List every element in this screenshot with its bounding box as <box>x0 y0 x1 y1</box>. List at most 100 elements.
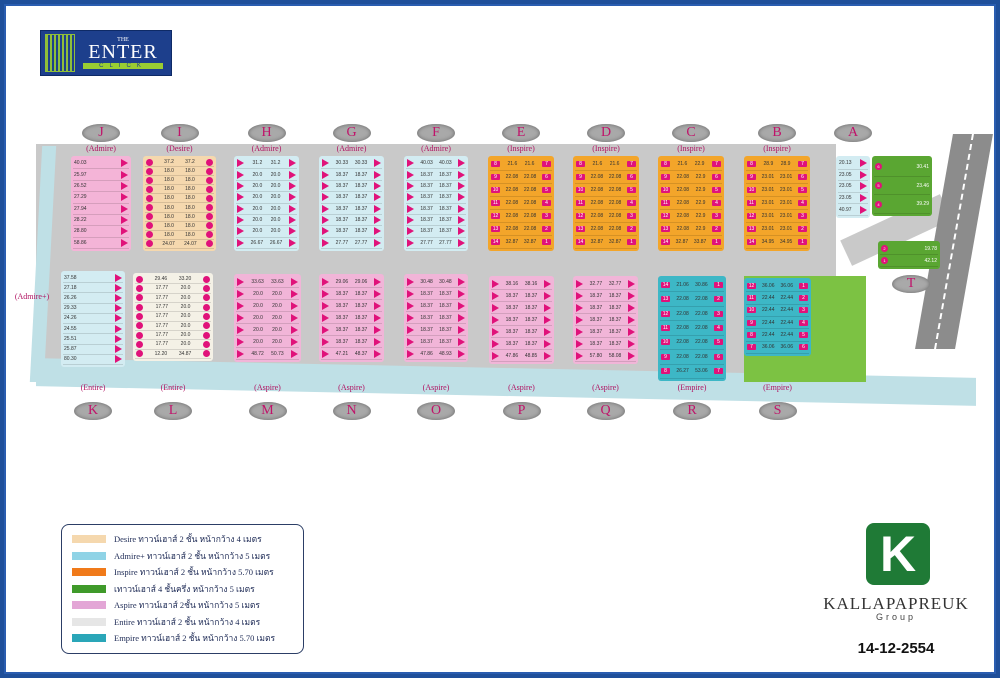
plot-marker-icon <box>492 339 499 348</box>
plot-area: 29.06 <box>335 278 349 285</box>
plot-area: 40.97 <box>839 206 852 213</box>
plot-marker-icon <box>457 313 465 322</box>
plot-number-badge: 5 <box>875 182 882 189</box>
plot-marker-icon <box>457 181 465 190</box>
plot-area: 30.48 <box>439 278 452 285</box>
plot-area: 25.87 <box>64 346 77 353</box>
plot-marker-icon <box>544 315 551 324</box>
block-type-S: (Empire) <box>763 383 792 392</box>
plot-row: 20.13 <box>838 158 868 170</box>
plot-marker-icon <box>492 315 499 324</box>
plot-number-badge: 9 <box>747 174 756 180</box>
plot-marker-icon <box>322 159 329 168</box>
plot-marker-icon <box>205 158 213 166</box>
plot-area: 20.0 <box>270 217 281 224</box>
plot-marker-icon <box>407 301 414 310</box>
plot-number-badge: 13 <box>491 226 500 232</box>
plot-marker-icon <box>492 351 499 360</box>
plot-number-badge: 12 <box>747 213 756 219</box>
plot-area: 22.08 <box>505 187 519 193</box>
plot-area: 18.37 <box>524 304 538 311</box>
plot-number-badge: 10 <box>491 187 500 193</box>
plot-area: 21.6 <box>609 161 620 167</box>
plot-marker-icon <box>322 204 329 213</box>
plot-area: 36.06 <box>761 282 775 289</box>
plot-number-badge: 5 <box>798 187 807 193</box>
plot-area: 18.37 <box>524 292 538 299</box>
plot-area: 18.37 <box>354 182 368 189</box>
plot-marker-icon <box>544 351 551 360</box>
plot-row: 23.05 <box>838 193 868 205</box>
plot-number-badge: 2 <box>798 294 808 301</box>
plot-area: 18.0 <box>164 195 174 202</box>
plot-marker-icon <box>288 159 296 168</box>
plot-area: 21.6 <box>677 161 688 167</box>
legend-label: Desire ทาวน์เฮาส์ 2 ชั้น หน้ากว้าง 4 เมต… <box>114 534 262 545</box>
plot-marker-icon <box>322 227 329 236</box>
plot-area: 22.9 <box>695 226 706 232</box>
plot-area: 22.08 <box>676 296 689 303</box>
plot-area: 20.0 <box>253 326 263 333</box>
plot-area: 32.87 <box>608 239 622 245</box>
plot-marker-icon <box>205 213 213 221</box>
plot-area: 18.0 <box>164 231 174 238</box>
plot-area: 48.85 <box>524 352 538 359</box>
plot-marker-icon <box>322 301 329 310</box>
plot-area: 47.86 <box>505 352 519 359</box>
plot-marker-icon <box>202 340 210 348</box>
logo-click: CLICK <box>83 63 163 69</box>
plot-marker-icon <box>205 204 213 212</box>
plot-marker-icon <box>492 279 499 288</box>
plot-area: 22.08 <box>676 226 690 232</box>
plot-area: 23.01 <box>779 174 793 180</box>
plot-area: 18.37 <box>335 302 349 309</box>
plot-area: 18.37 <box>335 217 349 224</box>
block-label-D: D <box>587 124 625 142</box>
legend-label: เทาวน์เฮาส์ 4 ชั้นครึ่ง หน้ากว้าง 5 เมตร <box>114 583 255 594</box>
plot-area: 37.2 <box>185 159 195 166</box>
plot-marker-icon <box>205 185 213 193</box>
plot-marker-icon <box>288 227 296 236</box>
plot-area: 22.08 <box>505 226 519 232</box>
plot-area: 18.0 <box>164 177 174 184</box>
plot-number-badge: 12 <box>491 213 500 219</box>
plot-area: 22.44 <box>761 307 775 314</box>
plot-marker-icon <box>136 322 143 330</box>
plot-number-badge: 9 <box>661 174 670 180</box>
plot-area: 20.13 <box>839 160 852 167</box>
plot-number-badge: 3 <box>798 213 807 219</box>
plot-area: 38.16 <box>524 280 538 287</box>
plot-area: 18.37 <box>439 302 452 309</box>
plot-marker-icon <box>322 325 329 334</box>
plot-area: 20.0 <box>272 326 282 333</box>
plot-marker-icon <box>576 351 583 360</box>
plot-area: 21.6 <box>524 161 535 167</box>
plot-number-badge: 7 <box>797 161 807 167</box>
plot-area: 20.0 <box>252 217 263 224</box>
plot-area: 18.37 <box>354 290 368 297</box>
plot-area: 18.37 <box>524 328 538 335</box>
plot-area: 28.9 <box>780 161 791 167</box>
plot-marker-icon <box>860 194 867 203</box>
plot-area: 18.37 <box>420 182 433 189</box>
plot-number-badge: 14 <box>747 239 756 245</box>
